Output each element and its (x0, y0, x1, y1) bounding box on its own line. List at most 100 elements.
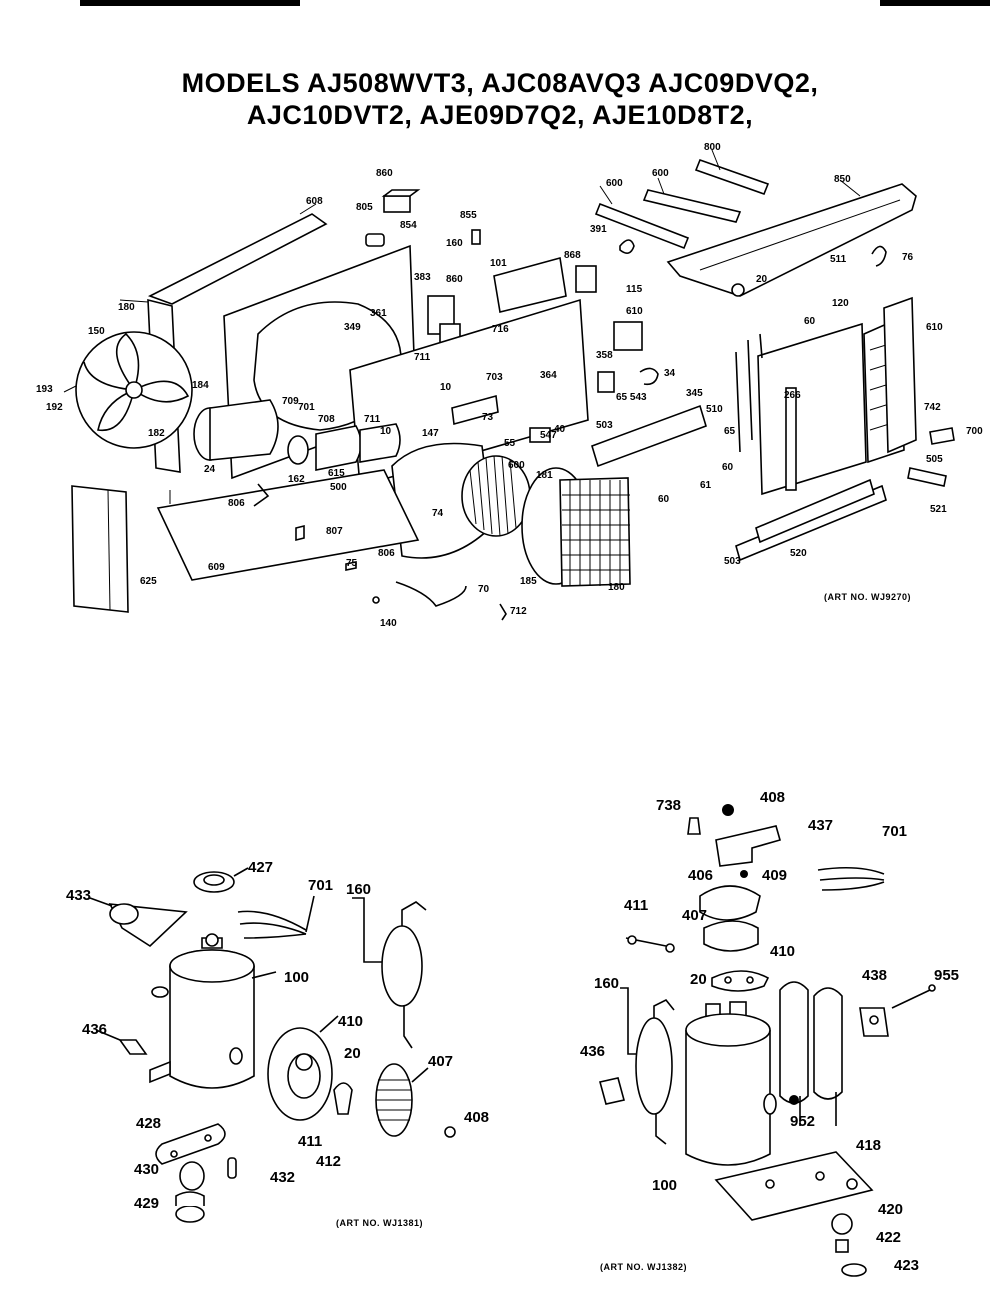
label-185: 185 (520, 576, 537, 587)
label-160: 160 (446, 238, 463, 249)
label-500: 500 (330, 482, 347, 493)
label-712: 712 (510, 606, 527, 617)
label-20-right: 20 (690, 971, 707, 988)
top-small-parts (365, 189, 887, 297)
label-412-left: 412 (316, 1153, 341, 1170)
label-160-left: 160 (346, 881, 371, 898)
cover-406 (699, 885, 761, 921)
label-437: 437 (808, 817, 833, 834)
label-140: 140 (380, 618, 397, 629)
label-952: 952 (790, 1113, 815, 1130)
label-807: 807 (326, 526, 343, 537)
label-184: 184 (192, 380, 209, 391)
label-503b: 503 (724, 556, 741, 567)
label-182: 182 (148, 428, 165, 439)
label-805: 805 (356, 202, 373, 213)
label-806: 806 (228, 498, 245, 509)
nut-952 (789, 1095, 799, 1105)
label-709: 709 (282, 396, 299, 407)
label-420: 420 (878, 1201, 903, 1218)
label-180b: 180 (608, 582, 625, 593)
label-345: 345 (686, 388, 703, 399)
label-358: 358 (596, 350, 613, 361)
label-433: 433 (66, 887, 91, 904)
label-860: 860 (376, 168, 393, 179)
label-410-right: 410 (770, 943, 795, 960)
label-162: 162 (288, 474, 305, 485)
label-418: 418 (856, 1137, 881, 1154)
label-406: 406 (688, 867, 713, 884)
wire-harness (253, 483, 507, 621)
label-701: 701 (298, 402, 315, 413)
label-411-right: 411 (624, 897, 648, 914)
label-361: 361 (370, 308, 387, 319)
label-854: 854 (400, 220, 417, 231)
label-409: 409 (762, 867, 787, 884)
label-708: 708 (318, 414, 335, 425)
wires-701-left (237, 895, 315, 939)
bracket-437 (715, 825, 781, 867)
label-610b: 610 (926, 322, 943, 333)
evap-grille (521, 467, 631, 587)
label-436-right: 436 (580, 1043, 605, 1060)
grommet-420 (831, 1213, 853, 1235)
cover-407-right (703, 920, 759, 952)
models-title-line2: AJC10DVT2, AJE09D7Q2, AJE10D8T2, (246, 100, 754, 130)
label-349: 349 (344, 322, 361, 333)
label-20-left: 20 (344, 1045, 361, 1062)
wires-701-right (817, 866, 885, 891)
gasket-410-right (711, 970, 770, 992)
label-10: 10 (440, 382, 452, 393)
nut-409 (740, 870, 748, 878)
label-101: 101 (490, 258, 507, 269)
label-383: 383 (414, 272, 431, 283)
terminal-411-right (625, 935, 675, 953)
label-711: 711 (414, 352, 431, 363)
sleeve-422 (835, 1239, 849, 1253)
label-615: 615 (328, 468, 345, 479)
top-rails (594, 158, 917, 297)
label-955: 955 (934, 967, 959, 984)
label-423: 423 (894, 1257, 919, 1274)
label-411-left: 411 (298, 1133, 322, 1150)
label-391: 391 (590, 224, 607, 235)
clip-436-left (95, 1029, 148, 1055)
side-panel (71, 485, 129, 613)
label-701-left: 701 (308, 877, 333, 894)
label-75: 75 (346, 558, 358, 569)
terminal-cover-410-left (267, 1015, 339, 1121)
label-76: 76 (902, 252, 914, 263)
clip-412-left (333, 1082, 353, 1115)
grommet-427 (193, 867, 249, 893)
accumulator-160-right (620, 987, 675, 1145)
label-855: 855 (460, 210, 477, 221)
label-711b: 711 (364, 414, 381, 425)
label-543: 65 543 (616, 392, 647, 403)
label-364: 364 (540, 370, 557, 381)
grommet-430 (179, 1161, 205, 1191)
screw-955 (891, 984, 936, 1009)
label-193: 193 (36, 384, 53, 395)
scan-mark-right (880, 0, 990, 6)
label-10b: 10 (380, 426, 392, 437)
label-115: 115 (626, 284, 643, 295)
label-806b: 806 (378, 548, 395, 559)
label-742: 742 (924, 402, 941, 413)
label-147: 147 (422, 428, 439, 439)
nut-408-right (722, 804, 734, 816)
label-600a: 600 (652, 168, 669, 179)
label-422: 422 (876, 1229, 901, 1246)
label-34: 34 (664, 368, 676, 379)
art-number-1: (ART NO. WJ9270) (824, 592, 912, 602)
label-160-right: 160 (594, 975, 619, 992)
label-24: 24 (204, 464, 216, 475)
accumulator-160-left (352, 897, 427, 1049)
condenser-fan-blade (75, 331, 193, 449)
label-74: 74 (432, 508, 444, 519)
label-850: 850 (834, 174, 851, 185)
label-100-right: 100 (652, 1177, 677, 1194)
label-700: 700 (966, 426, 983, 437)
